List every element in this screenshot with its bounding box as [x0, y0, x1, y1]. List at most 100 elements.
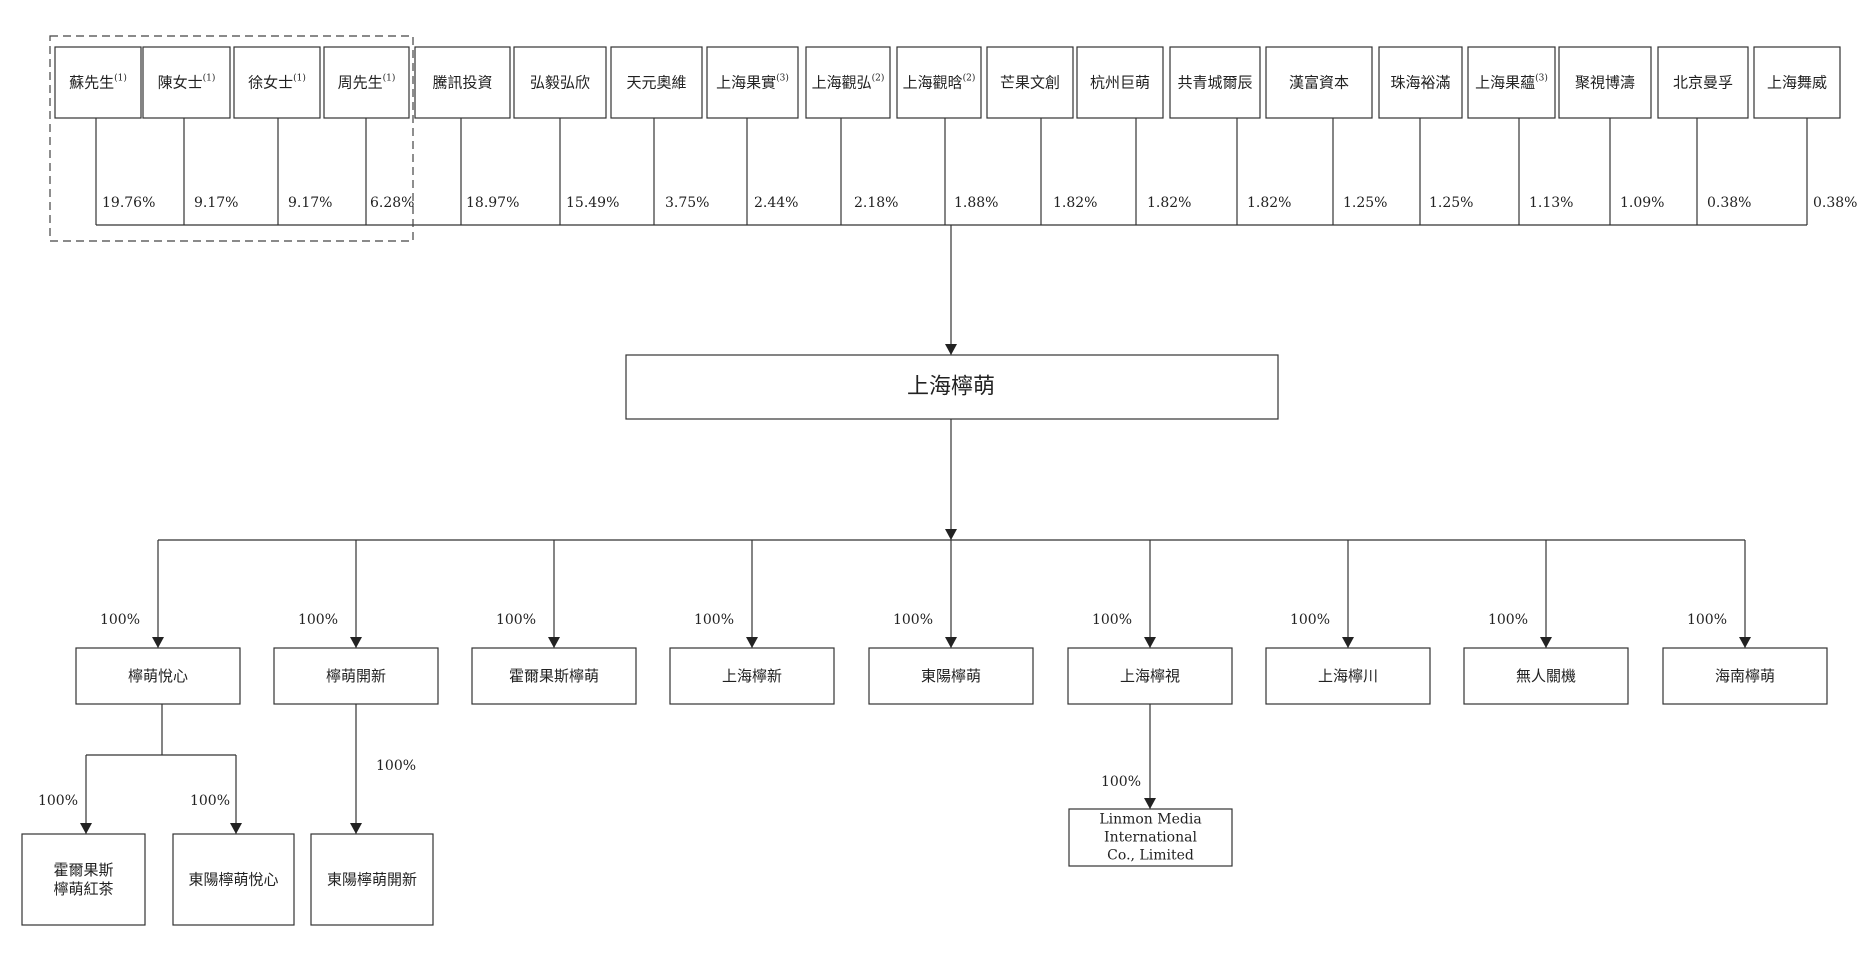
subsidiary-box: [75, 647, 241, 705]
shareholding-percentage: 1.82%: [1147, 195, 1191, 211]
shareholder-name-text: 杭州巨萌: [1090, 74, 1150, 92]
shareholding-percentage: 2.18%: [854, 195, 898, 211]
shareholder-box: [1265, 46, 1373, 119]
shareholder-box: [896, 46, 982, 119]
entity-labels: 蘇先生(1)19.76%陳女士(1)9.17%徐女士(1)9.17%周先生(1)…: [38, 73, 1858, 899]
second-tier-box: [1068, 808, 1233, 867]
subsidiary-percentage: 100%: [1290, 612, 1330, 628]
shareholder-box: [233, 46, 321, 119]
subsidiary-box: [1463, 647, 1629, 705]
shareholder-name: 上海觀晗(2): [903, 73, 976, 92]
subsidiary-name: 無人關機: [1516, 667, 1576, 685]
subsidiary-name: 檸萌開新: [326, 667, 386, 685]
shareholder-box: [610, 46, 703, 119]
shareholder-box: [1467, 46, 1556, 119]
second-tier-name: Linmon Media: [1099, 812, 1201, 828]
second-tier-percentage: 100%: [376, 758, 416, 774]
shareholder-name-text: 弘毅弘欣: [530, 74, 590, 92]
second-tier-name: 東陽檸萌開新: [327, 871, 417, 889]
second-tier-name: Co., Limited: [1107, 848, 1194, 864]
shareholding-percentage: 1.82%: [1053, 195, 1097, 211]
shareholding-percentage: 2.44%: [754, 195, 798, 211]
shareholder-note-text: (3): [1535, 73, 1548, 84]
shareholder-name: 天元奧維: [626, 74, 686, 92]
shareholder-name: 上海果實(3): [716, 73, 789, 92]
second-tier-box: [21, 833, 146, 926]
main-company-box: [625, 354, 1279, 420]
subsidiary-percentage: 100%: [100, 612, 140, 628]
connector-lines: [80, 118, 1808, 834]
shareholding-percentage: 1.82%: [1247, 195, 1291, 211]
subsidiary-trunk-arrow: [945, 529, 957, 540]
shareholding-percentage: 1.13%: [1529, 195, 1573, 211]
subsidiary-arrow: [548, 637, 560, 648]
shareholder-name-text: 徐女士: [248, 74, 293, 92]
shareholder-box: [513, 46, 607, 119]
shareholding-percentage: 9.17%: [288, 195, 332, 211]
founder-group-dashed-box: [49, 35, 414, 242]
second-tier-arrow: [230, 823, 242, 834]
subsidiary-box: [273, 647, 439, 705]
shareholder-name-text: 周先生: [338, 74, 383, 92]
second-tier-arrow: [350, 823, 362, 834]
shareholder-name-text: 珠海裕滿: [1390, 74, 1450, 92]
subsidiary-percentage: 100%: [893, 612, 933, 628]
subsidiary-box: [669, 647, 835, 705]
shareholder-name-text: 陳女士: [158, 74, 203, 92]
second-tier-box: [310, 833, 434, 926]
shareholding-percentage: 18.97%: [466, 195, 519, 211]
subsidiary-name: 霍爾果斯檸萌: [509, 667, 599, 685]
shareholder-note-text: (1): [383, 73, 396, 84]
second-tier-percentage: 100%: [38, 793, 78, 809]
shareholder-note-text: (1): [203, 73, 216, 84]
shareholder-note-text: (2): [872, 73, 885, 84]
main-company-arrow: [945, 344, 957, 355]
subsidiary-box: [1067, 647, 1233, 705]
shareholding-percentage: 1.25%: [1343, 195, 1387, 211]
subsidiary-name: 海南檸萌: [1715, 667, 1775, 685]
shareholder-name: 上海果蘊(3): [1475, 73, 1548, 92]
shareholder-note-text: (1): [293, 73, 306, 84]
second-tier-name: 霍爾果斯: [53, 861, 113, 879]
shareholder-name-text: 漢富資本: [1289, 74, 1349, 92]
subsidiary-box: [868, 647, 1034, 705]
subsidiary-arrow: [945, 637, 957, 648]
shareholder-name: 杭州巨萌: [1090, 74, 1150, 92]
shareholder-name: 騰訊投資: [432, 74, 492, 92]
shareholding-percentage: 0.38%: [1813, 195, 1857, 211]
shareholder-box: [1076, 46, 1164, 119]
shareholding-percentage: 0.38%: [1707, 195, 1751, 211]
shareholding-percentage: 3.75%: [665, 195, 709, 211]
subsidiary-percentage: 100%: [298, 612, 338, 628]
shareholding-percentage: 19.76%: [102, 195, 155, 211]
shareholder-name: 周先生(1): [338, 73, 396, 92]
shareholder-name: 芒果文創: [1000, 74, 1060, 92]
subsidiary-box: [471, 647, 637, 705]
subsidiary-percentage: 100%: [1092, 612, 1132, 628]
shareholder-name: 漢富資本: [1289, 74, 1349, 92]
subsidiary-name: 東陽檸萌: [921, 667, 981, 685]
shareholder-name: 上海觀弘(2): [812, 73, 885, 92]
shareholder-box: [54, 46, 142, 119]
shareholder-name: 北京曼孚: [1673, 74, 1733, 92]
second-tier-name: 東陽檸萌悅心: [188, 871, 278, 889]
shareholder-name: 徐女士(1): [248, 73, 306, 92]
shareholder-box: [986, 46, 1074, 119]
subsidiary-box: [1265, 647, 1431, 705]
subsidiary-arrow: [152, 637, 164, 648]
shareholder-box: [1169, 46, 1261, 119]
shareholder-name: 共青城爾辰: [1177, 74, 1252, 92]
shareholder-name: 陳女士(1): [158, 73, 216, 92]
second-tier-box: [172, 833, 295, 926]
subsidiary-arrow: [1342, 637, 1354, 648]
subsidiary-arrow: [746, 637, 758, 648]
subsidiary-name: 上海檸川: [1318, 667, 1378, 685]
second-tier-percentage: 100%: [190, 793, 230, 809]
shareholding-percentage: 9.17%: [194, 195, 238, 211]
shareholder-name-text: 上海果實: [716, 74, 776, 92]
shareholder-name-text: 北京曼孚: [1673, 74, 1733, 92]
shareholder-name: 上海舞威: [1767, 74, 1827, 92]
second-tier-arrow: [1144, 798, 1156, 809]
shareholder-name-text: 騰訊投資: [432, 74, 492, 92]
